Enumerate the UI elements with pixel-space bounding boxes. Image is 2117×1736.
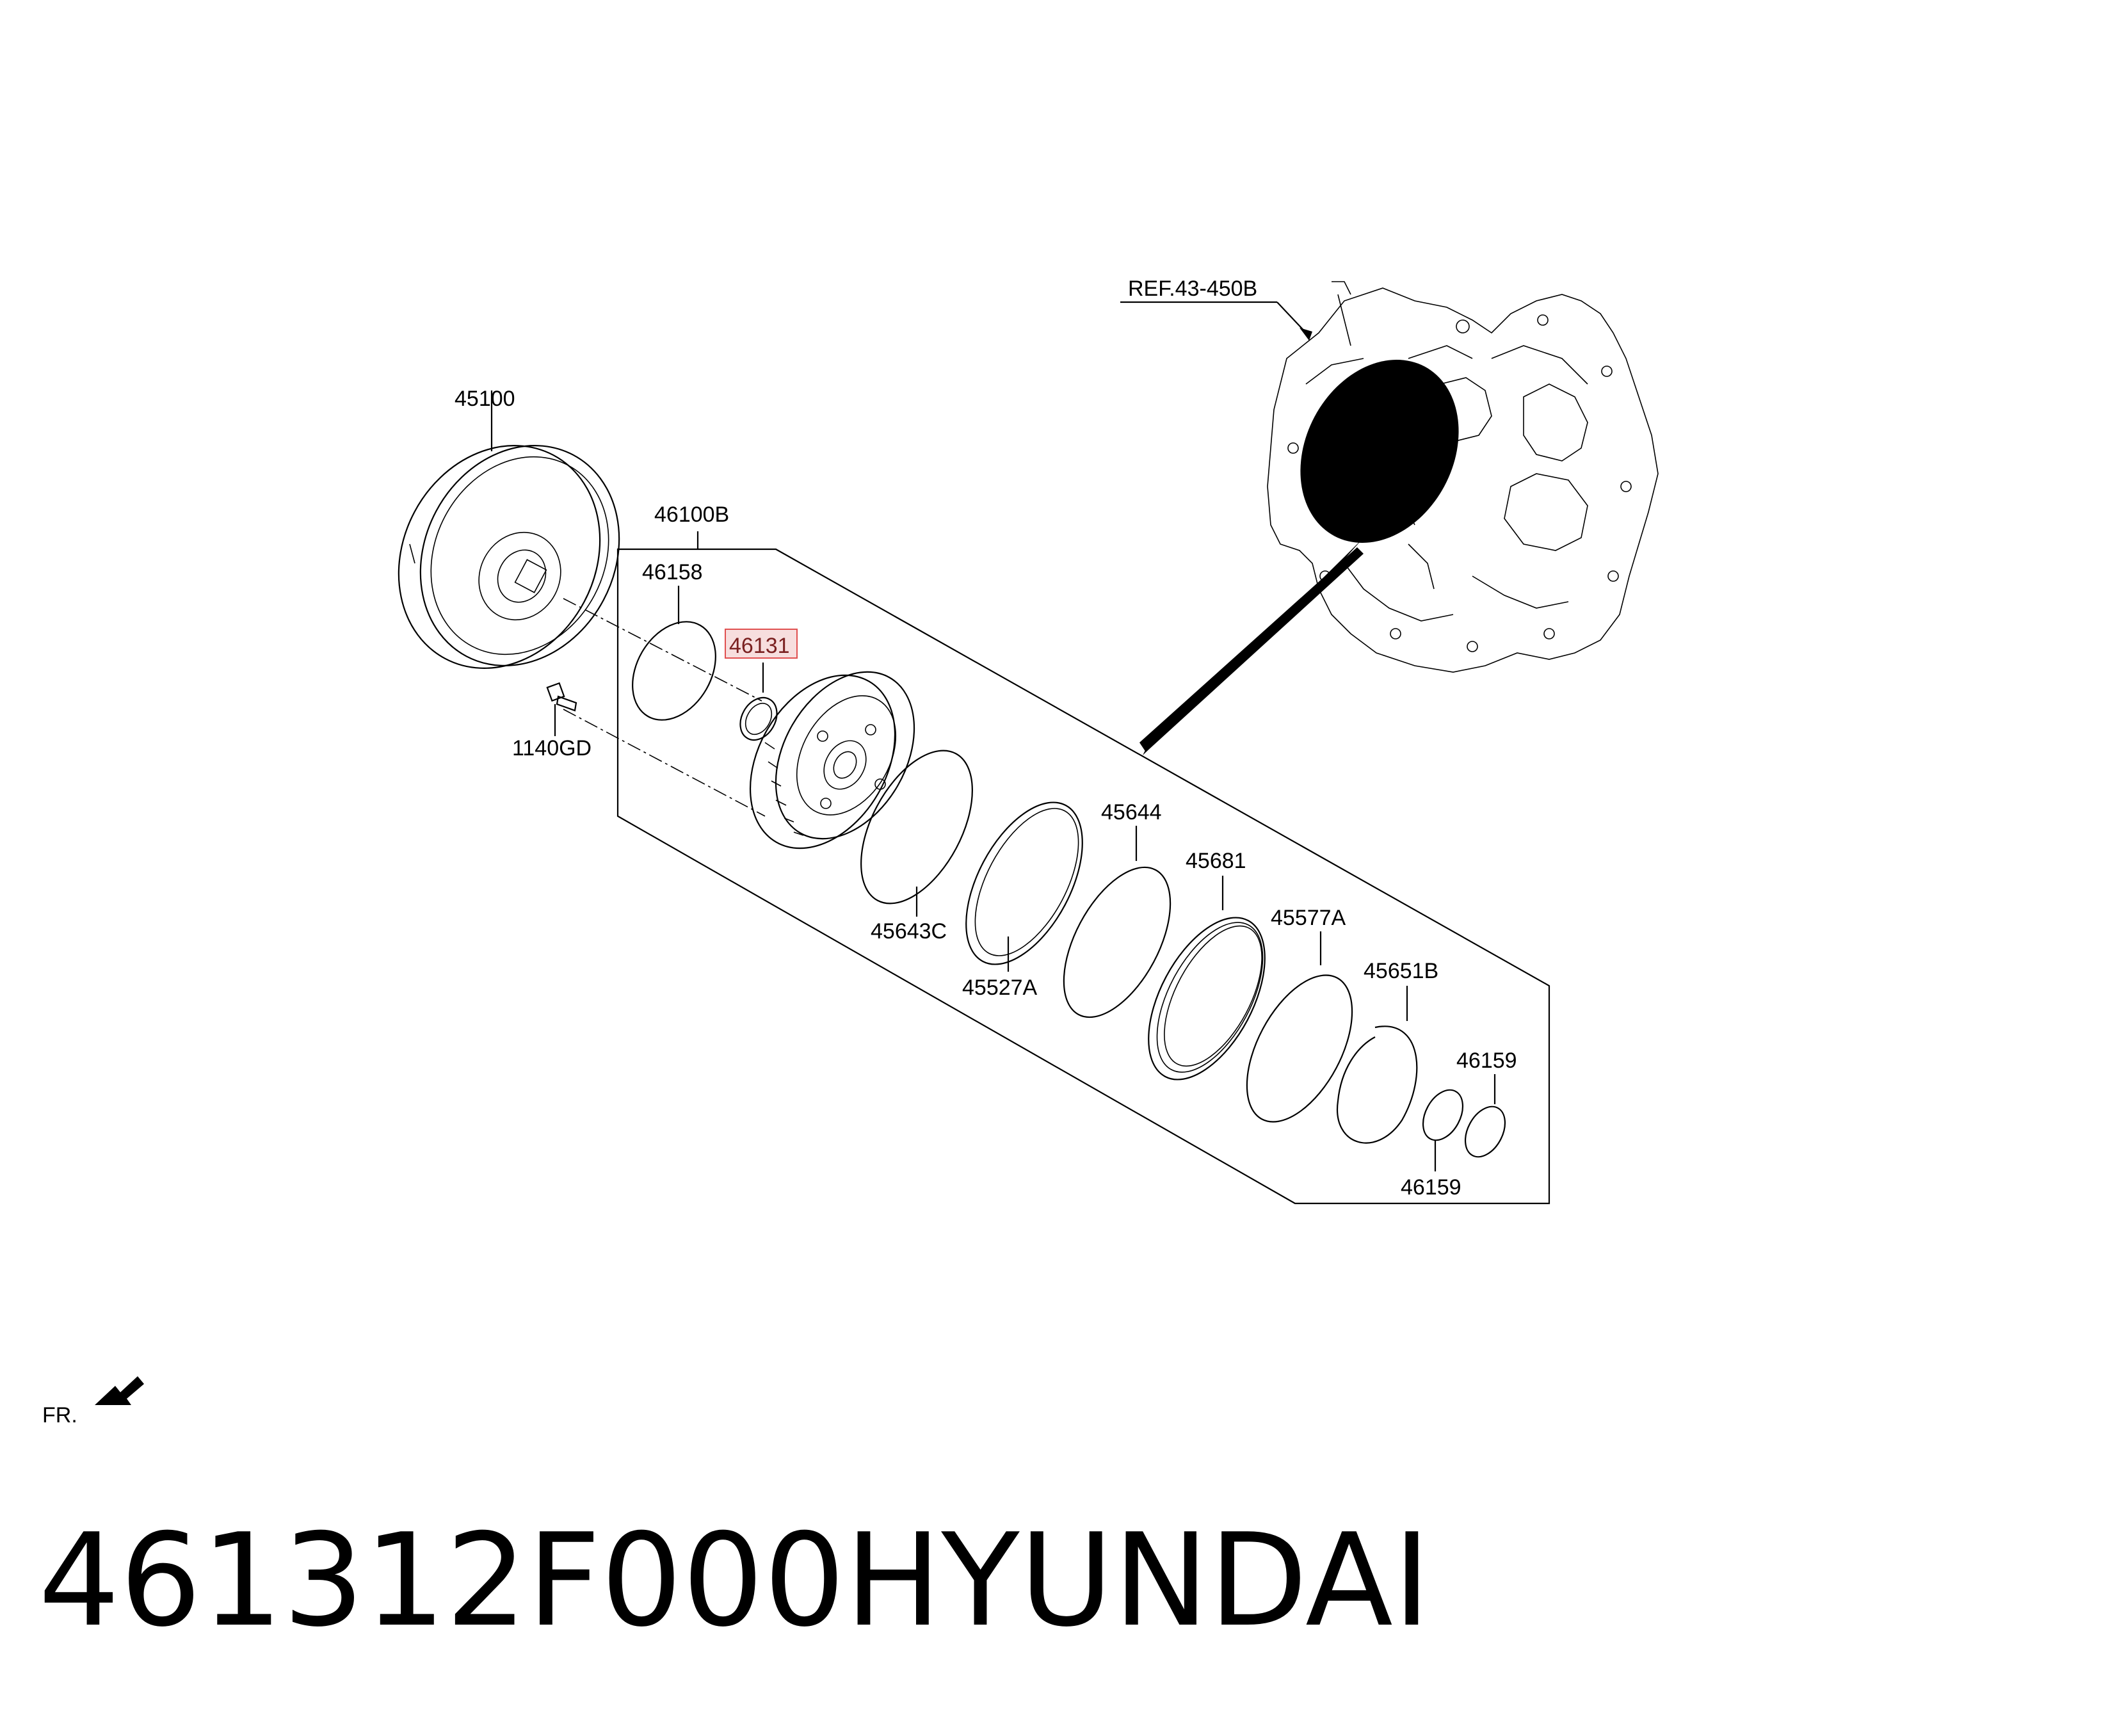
footer: 461312F000 HYUNDAI <box>0 1472 2117 1736</box>
label-46159-bottom: 46159 <box>1401 1175 1461 1200</box>
o-ring-46159-right <box>1464 1105 1506 1158</box>
oil-pump-assembly <box>749 671 915 849</box>
ring-45527a <box>965 801 1083 965</box>
ring-45681 <box>1148 917 1266 1081</box>
brand-name: HYUNDAI <box>845 1506 1431 1655</box>
kit-boundary-46100b <box>616 548 1550 1205</box>
label-45527a: 45527A <box>962 976 1038 1000</box>
label-1140gd: 1140GD <box>512 736 592 760</box>
label-46159-top: 46159 <box>1456 1049 1517 1073</box>
oil-seal-46131 <box>739 696 778 741</box>
transmission-assembly-illustration <box>1139 281 1659 755</box>
ring-45644 <box>1063 866 1171 1018</box>
front-direction-indicator: FR. <box>42 1376 144 1427</box>
front-arrow-icon <box>95 1376 144 1405</box>
label-45651b: 45651B <box>1364 959 1438 983</box>
part-number: 461312F000 <box>38 1506 846 1655</box>
label-46131: 46131 <box>729 634 790 658</box>
label-46100b: 46100B <box>654 502 729 527</box>
label-45577a: 45577A <box>1271 906 1346 930</box>
label-45681: 45681 <box>1186 849 1246 873</box>
label-front: FR. <box>42 1403 77 1427</box>
label-46158: 46158 <box>642 560 703 584</box>
exploded-parts-diagram: REF.43-450B 45100 1140GD 46100B <box>42 277 1659 1427</box>
seal-ring-45643c <box>860 750 973 904</box>
label-45100: 45100 <box>455 387 515 411</box>
label-45644: 45644 <box>1101 800 1162 824</box>
snap-ring-45651b <box>1336 1025 1418 1144</box>
o-ring-46158 <box>632 621 716 721</box>
torque-converter <box>398 445 620 669</box>
bolt-1140gd <box>546 682 577 712</box>
label-ref-43-450b: REF.43-450B <box>1128 277 1257 301</box>
ring-45577a <box>1246 974 1353 1123</box>
label-45643c: 45643C <box>871 919 947 944</box>
highlight-box-46131 <box>725 629 798 659</box>
housing-opening-shape <box>1300 359 1459 543</box>
o-ring-46159-left <box>1422 1089 1464 1141</box>
